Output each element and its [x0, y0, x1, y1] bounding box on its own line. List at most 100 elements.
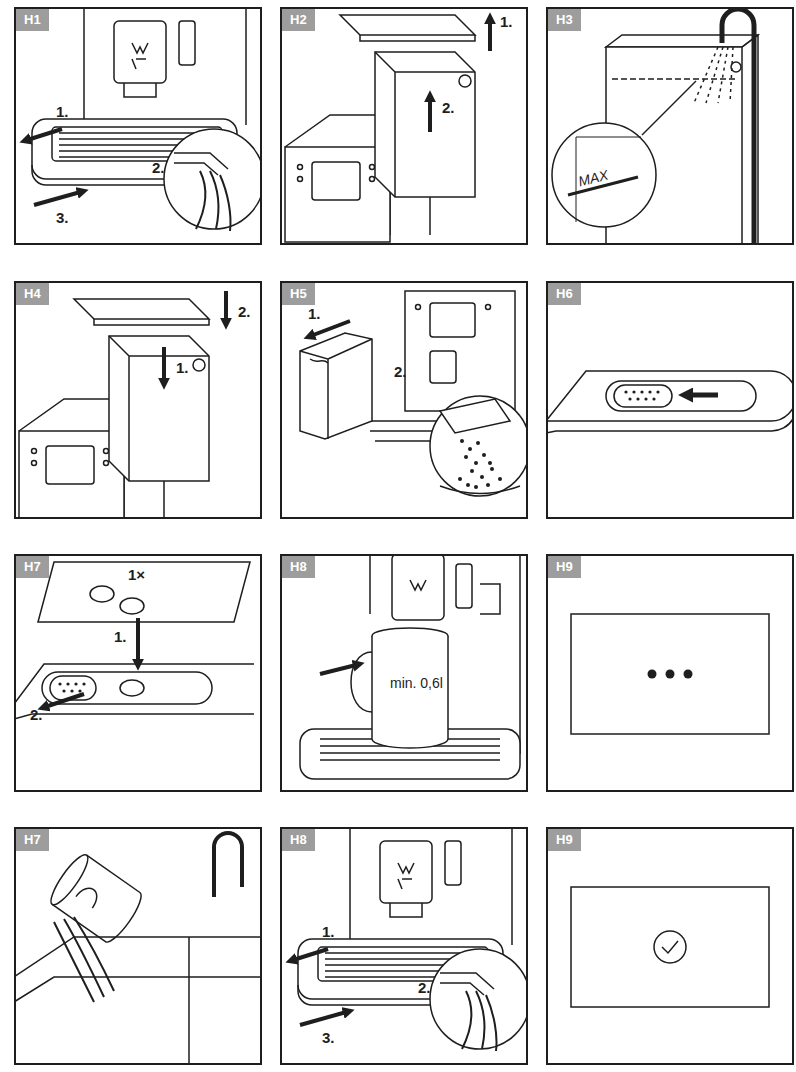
illustration-part	[38, 562, 250, 622]
step-panel: H51. 2.	[280, 281, 528, 519]
illustration-part	[62, 689, 65, 692]
panel-art	[14, 562, 254, 719]
illustration-part	[19, 299, 209, 526]
step-panel: H9	[546, 554, 794, 792]
illustration-part	[285, 15, 475, 242]
step-panel: H42.1.	[14, 281, 262, 519]
illustration-part	[546, 419, 793, 433]
illustration-part	[188, 937, 190, 1065]
illustration-part	[640, 390, 643, 393]
illustration-part	[42, 694, 84, 708]
illustration-part	[430, 303, 475, 337]
panel-art	[300, 291, 530, 496]
illustration-part	[308, 321, 350, 337]
illustration-part	[370, 554, 520, 754]
callout-number: 1×	[128, 566, 145, 584]
step-panel: H11.2.3.	[14, 7, 262, 245]
illustration-part	[490, 467, 494, 471]
callout-number: 2.	[442, 99, 455, 117]
callout-number: 1.	[308, 305, 321, 323]
illustration-part	[440, 486, 520, 494]
illustration-part	[410, 580, 426, 590]
step-tag: H5	[282, 283, 315, 305]
step-tag: H6	[548, 283, 581, 305]
callout-number: 1.	[500, 13, 513, 31]
illustration-part	[458, 439, 502, 489]
illustration-part	[662, 941, 678, 953]
step-tag: H8	[282, 829, 315, 851]
illustration-part	[652, 397, 655, 400]
panel-art	[300, 554, 520, 779]
panel-art	[19, 291, 226, 526]
illustration-part	[464, 455, 468, 459]
illustration-part	[76, 884, 101, 908]
illustration-part	[684, 393, 718, 398]
illustration-part	[351, 652, 372, 712]
illustration-part	[14, 664, 254, 719]
illustration-part	[632, 390, 635, 393]
callout-number: 2.	[238, 303, 251, 321]
illustration-part	[430, 396, 530, 496]
step-tag: H9	[548, 556, 581, 578]
illustration-part	[694, 47, 733, 103]
callout-number: 2.	[394, 363, 407, 381]
illustration-part	[300, 339, 372, 439]
step-tag: H9	[548, 829, 581, 851]
illustration-part	[440, 399, 510, 433]
panel-art	[571, 887, 769, 1007]
illustration-part	[90, 586, 114, 602]
illustration-part	[476, 441, 480, 445]
illustration-part	[70, 689, 73, 692]
illustration-part	[58, 682, 61, 685]
illustration-part	[576, 137, 641, 222]
illustration-part	[482, 453, 486, 457]
callout-number: 2.	[30, 706, 43, 724]
illustration-part	[552, 9, 758, 245]
illustration-part	[648, 670, 693, 679]
illustration-part	[486, 483, 490, 487]
illustration-part	[628, 397, 631, 400]
step-tag: H8	[282, 556, 315, 578]
illustration-part	[460, 439, 464, 443]
illustration-part	[552, 123, 656, 227]
illustration-part	[74, 682, 77, 685]
illustration-part	[372, 636, 448, 748]
step-panel: H21.2.	[280, 7, 528, 245]
callout-number: 1.	[322, 923, 335, 941]
illustration-part	[612, 78, 736, 80]
illustration-part	[320, 664, 360, 674]
illustration-part	[571, 614, 769, 734]
illustration-part	[52, 855, 146, 946]
illustration-part	[416, 305, 421, 310]
illustration-part	[642, 81, 696, 135]
step-panel: H7	[14, 827, 262, 1065]
illustration-part	[644, 397, 647, 400]
illustration-part	[136, 618, 140, 666]
illustration-part	[224, 291, 226, 325]
illustration-part	[488, 461, 492, 465]
illustration-part	[66, 682, 69, 685]
illustration-part	[46, 851, 94, 909]
illustration-part	[606, 381, 756, 411]
illustration-part	[428, 95, 432, 132]
illustration-part	[654, 931, 686, 963]
illustration-part	[648, 390, 651, 393]
illustration-part	[405, 291, 515, 411]
illustration-part	[480, 475, 484, 479]
illustration-part	[54, 917, 114, 1002]
callout-number: 1.	[176, 359, 189, 377]
step-tag: H7	[16, 829, 49, 851]
callout-number: 1.	[114, 628, 127, 646]
illustration-part	[162, 347, 166, 385]
illustration-part	[571, 887, 769, 1007]
illustration-part	[300, 554, 520, 779]
step-panel: H71×1.2.	[14, 554, 262, 792]
illustration-part	[392, 554, 444, 620]
illustration-part	[614, 385, 672, 407]
illustration-part	[470, 469, 474, 473]
illustration-part	[546, 371, 796, 421]
illustration-part	[684, 670, 693, 679]
illustration-part	[214, 833, 242, 897]
